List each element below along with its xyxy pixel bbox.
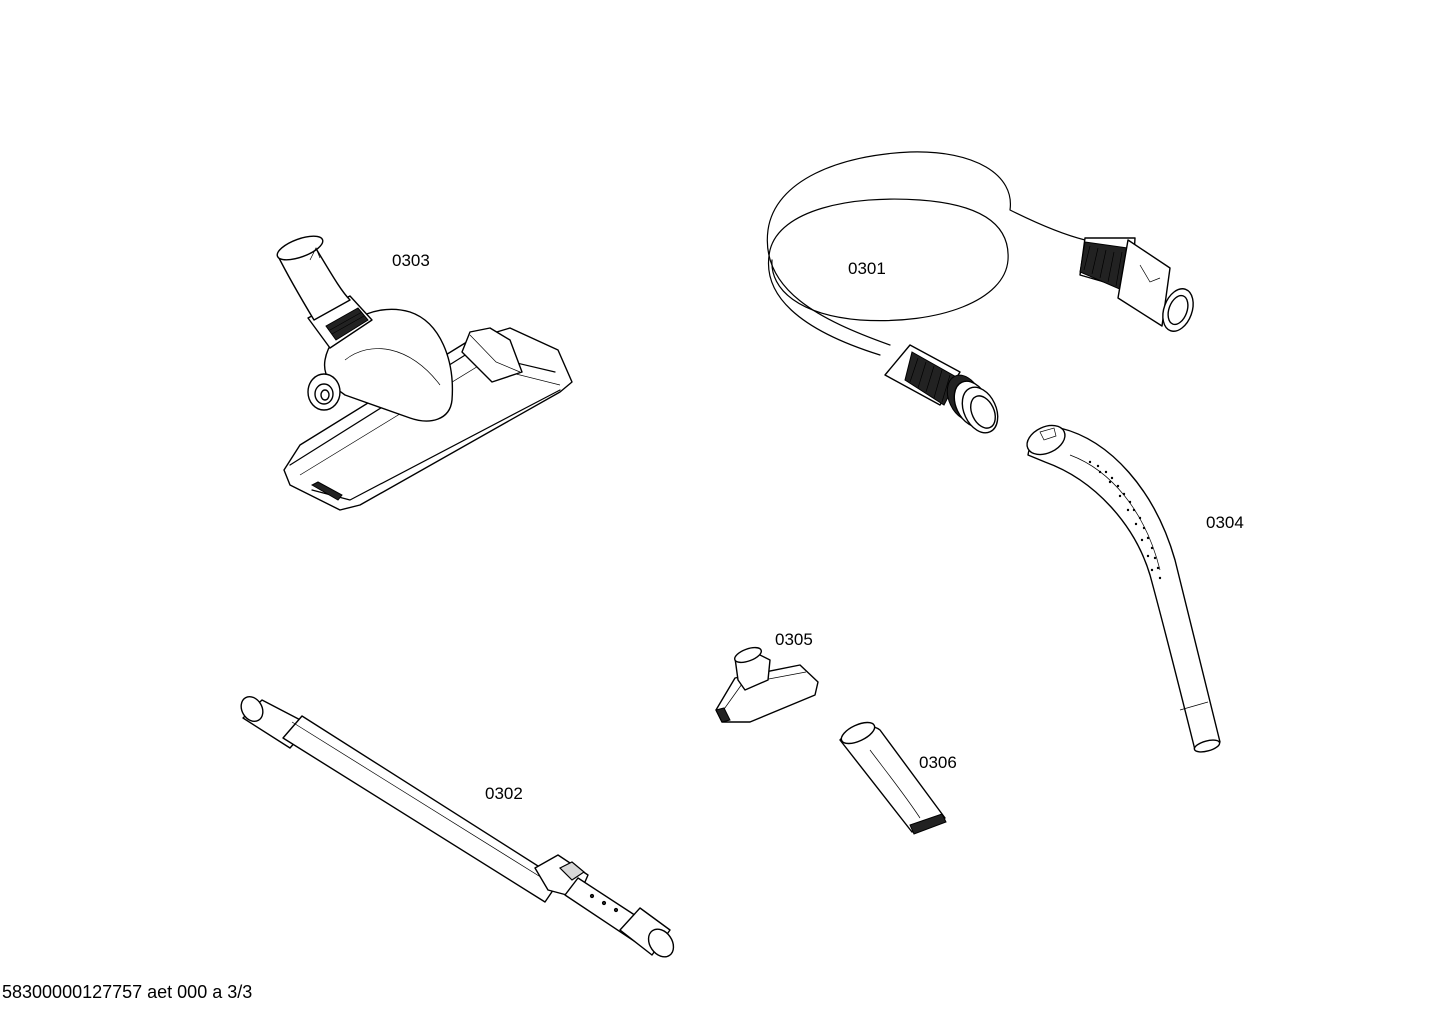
crevice-nozzle-illustration bbox=[838, 718, 946, 834]
part-label-0304: 0304 bbox=[1206, 513, 1244, 532]
part-label-0306: 0306 bbox=[919, 753, 957, 772]
part-label-0301: 0301 bbox=[848, 259, 886, 278]
part-label-0303: 0303 bbox=[392, 251, 430, 270]
upholstery-nozzle-illustration bbox=[716, 645, 818, 722]
part-label-0302: 0302 bbox=[485, 784, 523, 803]
drawing-reference-number: 58300000127757 aet 000 a 3/3 bbox=[2, 982, 253, 1002]
handle-bend-illustration bbox=[1022, 420, 1220, 754]
part-label-0305: 0305 bbox=[775, 630, 813, 649]
suction-hose-illustration bbox=[767, 152, 1198, 439]
floor-nozzle-illustration bbox=[274, 231, 572, 510]
telescopic-tube-illustration bbox=[237, 693, 679, 962]
handle-grip-dots bbox=[1088, 460, 1162, 580]
